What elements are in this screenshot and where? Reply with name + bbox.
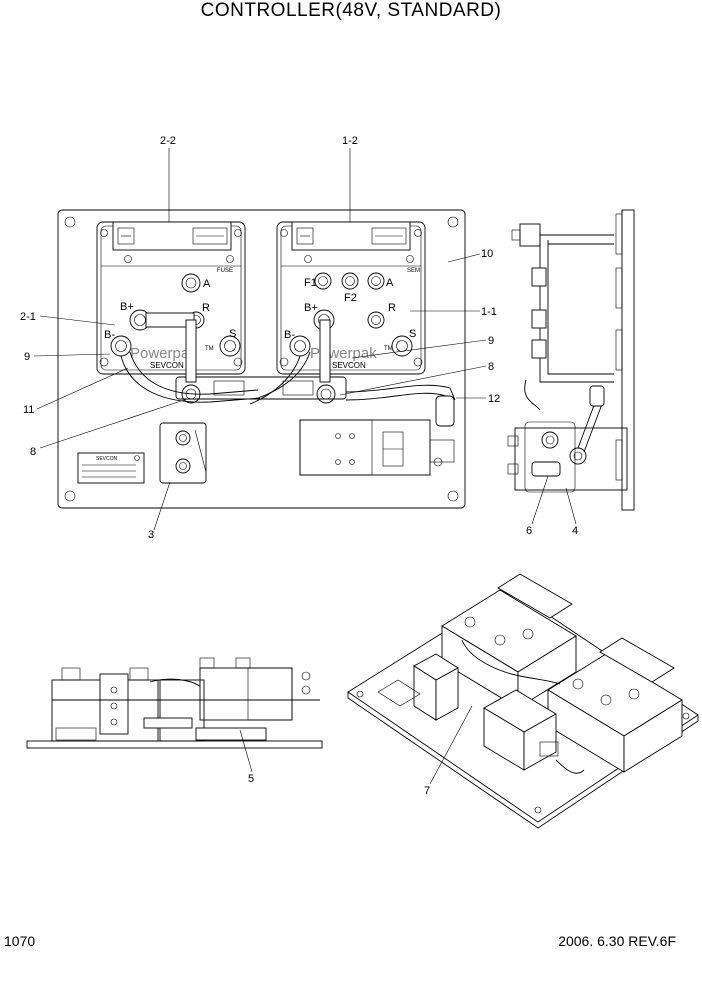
callouts-top-view: 2-2 1-2 10 2-1 1-1 9 9 11 8 12 8 3 [20,135,500,541]
left-brand: Powerpak [130,345,197,362]
right-label-r: R [388,302,396,314]
left-label-tm: TM [205,346,214,352]
right-maker: SEVCON [332,361,366,370]
name-plate: SEVCON [77,452,145,484]
left-controller: B+ R A B- S FUSE Powerpak SEVCON TM [96,221,246,375]
left-label-r: R [202,302,210,314]
right-label-a: A [386,277,394,289]
callout-11: 11 [23,404,34,416]
right-label-sem: SEM [407,268,420,274]
right-label-tm: TM [384,346,393,352]
left-label-s: S [229,328,236,340]
callout-5: 5 [248,773,254,785]
name-plate-maker: SEVCON [96,456,118,462]
cable-bridge [120,319,456,405]
callouts-isometric-view: 7 [424,705,473,797]
callouts-front-view: 5 [239,729,254,785]
main-contactor [299,395,455,476]
callout-2-1: 2-1 [20,311,36,323]
left-label-a: A [203,278,211,290]
mounting-plate [57,209,466,509]
right-label-s: S [409,328,416,340]
callout-3: 3 [148,529,154,541]
callout-1-1: 1-1 [481,306,497,318]
right-label-f2: F2 [344,292,357,304]
left-label-b-plus: B+ [120,301,134,313]
left-maker: SEVCON [150,361,184,370]
callout-9-left: 9 [24,351,30,363]
right-label-b-plus: B+ [304,302,318,314]
callout-10: 10 [481,248,493,260]
side-view [507,209,635,511]
left-label-b-minus: B- [104,329,115,341]
callout-8-left: 8 [30,446,36,458]
callout-2-2: 2-2 [160,135,176,147]
right-controller: F1 F2 A B+ R B- S SEM Powerpak SEVCON TM [276,221,426,375]
revision-info: 2006. 6.30 REV.6F [558,933,676,949]
callout-1-2: 1-2 [342,135,358,147]
left-label-fuse: FUSE [217,268,233,274]
page-number: 1070 [4,933,36,949]
callout-7: 7 [424,785,430,797]
callout-9-right: 9 [488,335,494,347]
right-label-f1: F1 [304,277,317,289]
isometric-view [347,573,699,829]
callout-6: 6 [526,525,532,537]
callouts-side-view: 6 4 [526,475,578,537]
page-title: CONTROLLER(48V, STANDARD) [200,0,502,21]
callout-4: 4 [572,525,578,537]
right-label-b-minus: B- [284,329,295,341]
callout-12: 12 [488,393,500,405]
front-view [26,657,323,749]
fuse-holder [159,422,207,484]
callout-8-right: 8 [488,361,494,373]
